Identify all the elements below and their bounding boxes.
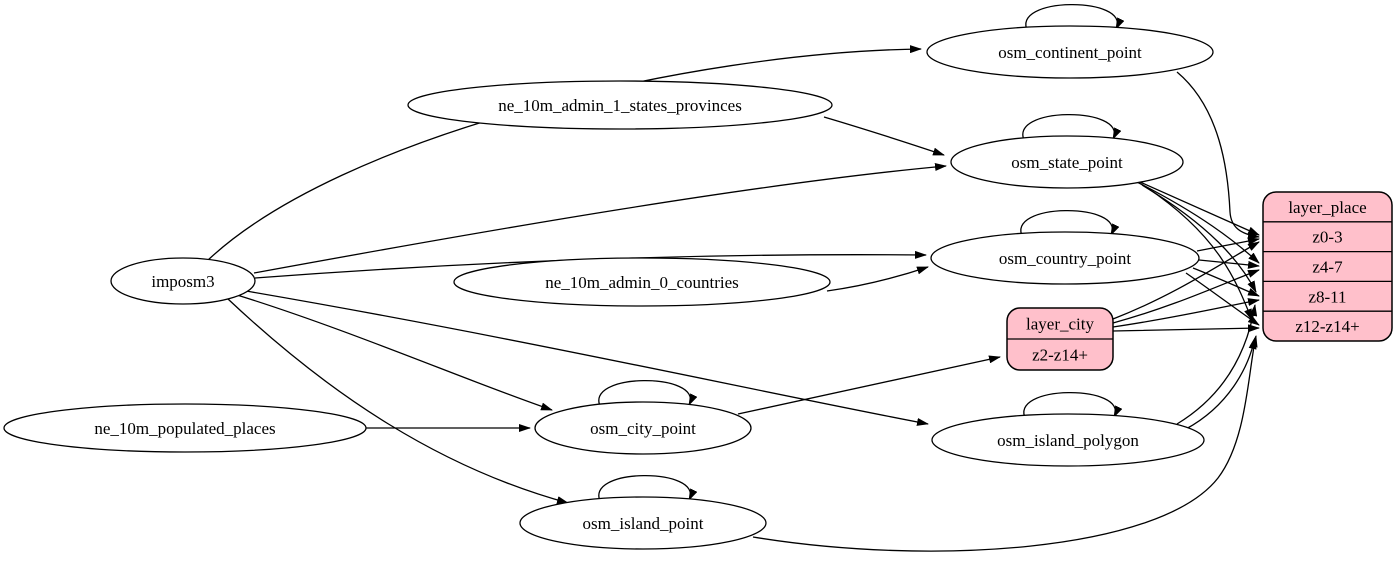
- node-label-osm_state_point: osm_state_point: [1011, 153, 1123, 172]
- node-shape-osm_island_point: [519, 496, 767, 550]
- node-ne_10m_admin_1_states_provinces: ne_10m_admin_1_states_provinces: [407, 80, 833, 130]
- node-shape-osm_continent_point: [926, 25, 1214, 79]
- node-shape-osm_island_polygon: [931, 413, 1205, 467]
- self-loop-osm_city_point: [598, 380, 698, 409]
- edge-osm_state_point--layer_place.z12-z14+: [1145, 186, 1253, 321]
- node-osm_island_point: osm_island_point: [519, 496, 767, 550]
- edge-layer_city--layer_place.z8-11: [1112, 298, 1260, 328]
- edge-osm_continent_point--layer_place.z0-3: [1176, 71, 1260, 240]
- node-ne_10m_populated_places: ne_10m_populated_places: [3, 403, 367, 453]
- node-osm_city_point: osm_city_point: [534, 401, 752, 455]
- node-label-osm_island_point: osm_island_point: [583, 514, 704, 533]
- edge-layer_city--layer_place.z0-3: [1112, 241, 1260, 320]
- edge-imposm3--osm_state_point: [253, 163, 947, 274]
- edge-osm_state_point--layer_place.z0-3: [1130, 177, 1260, 236]
- node-label-osm_city_point: osm_city_point: [590, 419, 696, 438]
- edge-osm_state_point--layer_place.z4-7: [1136, 181, 1260, 264]
- record-row-layer_place-z8-11: z8-11: [1308, 287, 1346, 306]
- node-shape-imposm3: [110, 257, 256, 305]
- edge-imposm3--osm_city_point: [236, 294, 553, 411]
- node-ne_10m_admin_0_countries: ne_10m_admin_0_countries: [453, 257, 831, 307]
- record-box-layer_place: [1262, 191, 1393, 342]
- node-label-imposm3: imposm3: [151, 272, 214, 291]
- node-label-osm_island_polygon: osm_island_polygon: [997, 431, 1139, 450]
- edge-osm_country_point--layer_place.z0-3: [1196, 237, 1260, 252]
- record-row-layer_place-z4-7: z4-7: [1312, 258, 1343, 277]
- edge-osm_country_point--layer_place.z12-z14+: [1185, 272, 1260, 326]
- record-layer_place: layer_place z0-3 z4-7 z8-11 z12-z14+: [1262, 191, 1393, 342]
- edge-osm_island_polygon--layer_place.z12-z14+: [1185, 337, 1257, 430]
- edge-osm_country_point--layer_place.z4-7: [1198, 259, 1260, 269]
- node-osm_island_polygon: osm_island_polygon: [931, 413, 1205, 467]
- node-label-ne_10m_populated_places: ne_10m_populated_places: [94, 419, 275, 438]
- self-loop-osm_state_point: [1022, 114, 1122, 143]
- node-shape-osm_city_point: [534, 401, 752, 455]
- edge-layer_city--layer_place.z4-7: [1112, 269, 1260, 324]
- node-shape-osm_state_point: [950, 135, 1184, 189]
- node-shape-ne_10m_populated_places: [3, 403, 367, 453]
- self-loop-osm_continent_point: [1025, 4, 1125, 33]
- node-shape-ne_10m_admin_0_countries: [453, 257, 831, 307]
- node-osm_country_point: osm_country_point: [930, 231, 1200, 285]
- node-label-osm_continent_point: osm_continent_point: [998, 43, 1142, 62]
- edge-osm_city_point--layer_city.z2-z14+: [737, 355, 1001, 415]
- edge-osm_island_point--layer_place.z12-z14+: [752, 335, 1258, 552]
- node-imposm3: imposm3: [110, 257, 256, 305]
- edge-imposm3--osm_continent_point: [206, 45, 922, 262]
- node-osm_continent_point: osm_continent_point: [926, 25, 1214, 79]
- self-loop-osm_island_point: [598, 475, 698, 504]
- record-row-layer_place-z12-z14+: z12-z14+: [1295, 317, 1359, 336]
- node-label-osm_country_point: osm_country_point: [999, 249, 1131, 268]
- edge-ne_10m_admin_1_states_provinces--osm_state_point: [823, 116, 945, 156]
- record-header-layer_place: layer_place: [1288, 198, 1366, 217]
- node-label-ne_10m_admin_1_states_provinces: ne_10m_admin_1_states_provinces: [498, 96, 742, 115]
- node-shape-ne_10m_admin_1_states_provinces: [407, 80, 833, 130]
- edge-ne_10m_admin_0_countries--osm_country_point: [826, 266, 929, 292]
- node-shape-osm_country_point: [930, 231, 1200, 285]
- self-loop-osm_country_point: [1020, 210, 1120, 239]
- edge-imposm3--osm_island_polygon: [245, 290, 929, 426]
- edge-osm_island_polygon--layer_place.z8-11: [1176, 304, 1258, 425]
- node-label-ne_10m_admin_0_countries: ne_10m_admin_0_countries: [545, 273, 739, 292]
- record-header-layer_city: layer_city: [1026, 315, 1094, 334]
- edge-imposm3--osm_island_point: [227, 298, 569, 504]
- node-osm_state_point: osm_state_point: [950, 135, 1184, 189]
- self-loop-osm_island_polygon: [1023, 392, 1123, 421]
- record-layer_city: layer_city z2-z14+: [1006, 307, 1114, 371]
- edge-layer_city--layer_place.z12-z14+: [1112, 324, 1260, 333]
- record-row-layer_place-z0-3: z0-3: [1312, 228, 1342, 247]
- record-row-layer_city-z2-z14+: z2-z14+: [1032, 346, 1088, 365]
